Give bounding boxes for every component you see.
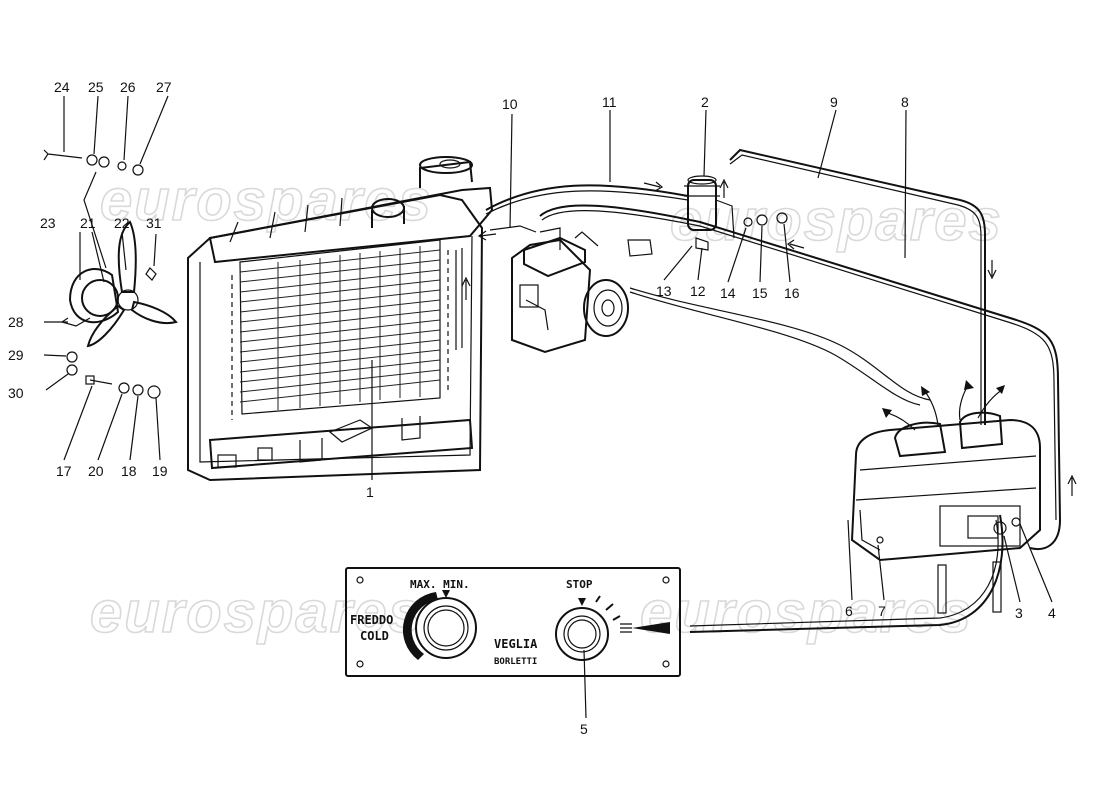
max-min-label: MAX. MIN. [410,578,470,591]
speed-wedge-icon [632,622,670,634]
part-number-26: 26 [120,79,136,95]
veglia-label: VEGLIA [494,637,538,651]
part-number-22: 22 [114,215,130,231]
cold-label: COLD [360,629,389,643]
evaporator-unit [850,380,1041,614]
part-number-9: 9 [830,94,838,110]
part-number-5: 5 [580,721,588,737]
part-number-10: 10 [502,96,518,112]
part-number-25: 25 [88,79,104,95]
part-number-1: 1 [366,484,374,500]
control-panel [345,567,681,677]
part-number-4: 4 [1048,605,1056,621]
part-numbers: 1 2 3 4 5 6 7 8 9 10 11 12 13 14 15 16 1… [8,79,1056,737]
part-number-19: 19 [152,463,168,479]
part-number-7: 7 [878,603,886,619]
watermark-4: eurospares [640,580,973,645]
panel-plate [345,567,681,677]
part-number-6: 6 [845,603,853,619]
compressor [511,227,653,354]
stop-pointer-icon [578,598,586,606]
part-number-8: 8 [901,94,909,110]
freddo-label: FREDDO [350,613,393,627]
part-number-30: 30 [8,385,24,401]
watermarks: eurospares eurospares eurospares eurospa… [89,167,1003,646]
part-number-2: 2 [701,94,709,110]
borletti-label: BORLETTI [494,657,537,667]
part-number-31: 31 [146,215,162,231]
part-number-21: 21 [80,215,96,231]
temperature-dial-outer [415,597,477,659]
part-number-14: 14 [720,285,736,301]
part-number-29: 29 [8,347,24,363]
part-number-23: 23 [40,215,56,231]
part-number-12: 12 [690,283,706,299]
part-number-15: 15 [752,285,768,301]
panel-labels: FREDDO COLD MAX. MIN. STOP VEGLIA BORLET… [350,578,593,667]
watermark-3: eurospares [90,580,423,645]
stop-label: STOP [566,578,593,591]
part-number-16: 16 [784,285,800,301]
part-number-18: 18 [121,463,137,479]
part-number-24: 24 [54,79,70,95]
part-number-27: 27 [156,79,172,95]
flow-arrows [461,178,1077,496]
radiator [187,156,494,482]
part-number-20: 20 [88,463,104,479]
fan-speed-dial-outer [555,607,609,661]
part-number-11: 11 [602,94,617,110]
part-number-28: 28 [8,314,24,330]
temperature-arc [402,592,438,660]
part-number-17: 17 [56,463,72,479]
receiver-drier [684,175,788,251]
fan-assembly [43,149,178,399]
part-number-3: 3 [1015,605,1023,621]
watermark-1: eurospares [100,168,433,233]
temperature-pointer-icon [442,590,450,598]
pipes [485,148,1062,633]
leader-lines [43,95,1053,719]
part-number-13: 13 [656,283,672,299]
watermark-2: eurospares [670,188,1003,253]
